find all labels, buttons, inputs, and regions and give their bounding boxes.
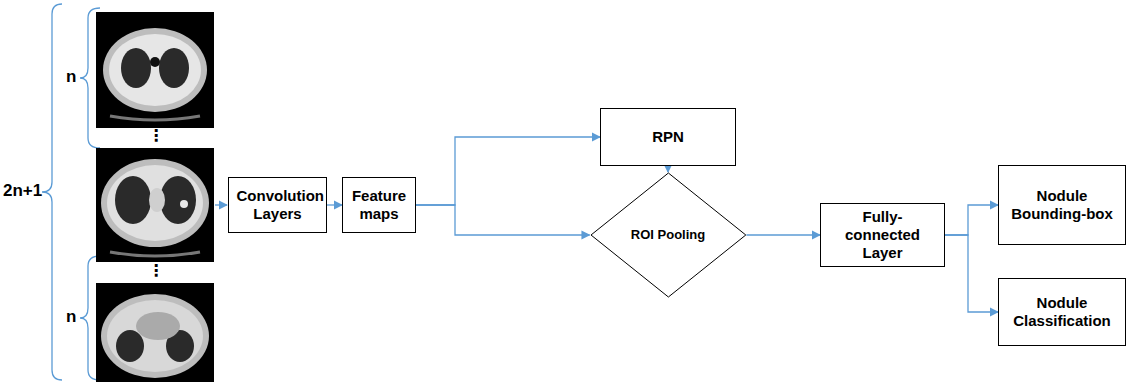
connector-arrow xyxy=(746,234,820,235)
connector-arrow xyxy=(945,205,998,235)
ellipsis-mark: ⋮ xyxy=(148,126,164,145)
node-text: Fully-connected Layer xyxy=(826,208,939,262)
count-label: n xyxy=(66,67,76,87)
connector-arrow xyxy=(945,235,998,312)
brace xyxy=(42,4,62,380)
node-text: Nodule Bounding-box xyxy=(1004,187,1120,223)
count-label: 2n+1 xyxy=(3,181,42,201)
ct-slice xyxy=(96,283,214,382)
connector-arrow xyxy=(416,137,600,205)
node-text: Convolution Layers xyxy=(237,187,319,223)
node-text: Nodule Classification xyxy=(1004,294,1120,330)
output-box: Nodule Classification xyxy=(998,278,1126,346)
node-text: ROI Pooling xyxy=(631,227,705,243)
connector-arrow xyxy=(327,204,342,205)
process-box: Convolution Layers xyxy=(228,177,327,233)
connector-arrow xyxy=(416,205,590,235)
ct-slice xyxy=(96,148,214,262)
process-box: RPN xyxy=(600,108,736,166)
process-box: Feature maps xyxy=(342,177,416,233)
process-box: Fully-connected Layer xyxy=(820,203,945,267)
output-box: Nodule Bounding-box xyxy=(998,165,1126,245)
ct-slice xyxy=(96,12,214,128)
ellipsis-mark: ⋮ xyxy=(148,261,164,280)
node-text: Feature maps xyxy=(348,187,410,223)
count-label: n xyxy=(66,307,76,327)
node-text: RPN xyxy=(652,128,684,146)
diamond-shape xyxy=(591,173,746,297)
connector-arrow xyxy=(667,166,668,172)
input-arrow xyxy=(215,204,227,205)
decision-diamond: ROI Pooling xyxy=(590,172,747,298)
